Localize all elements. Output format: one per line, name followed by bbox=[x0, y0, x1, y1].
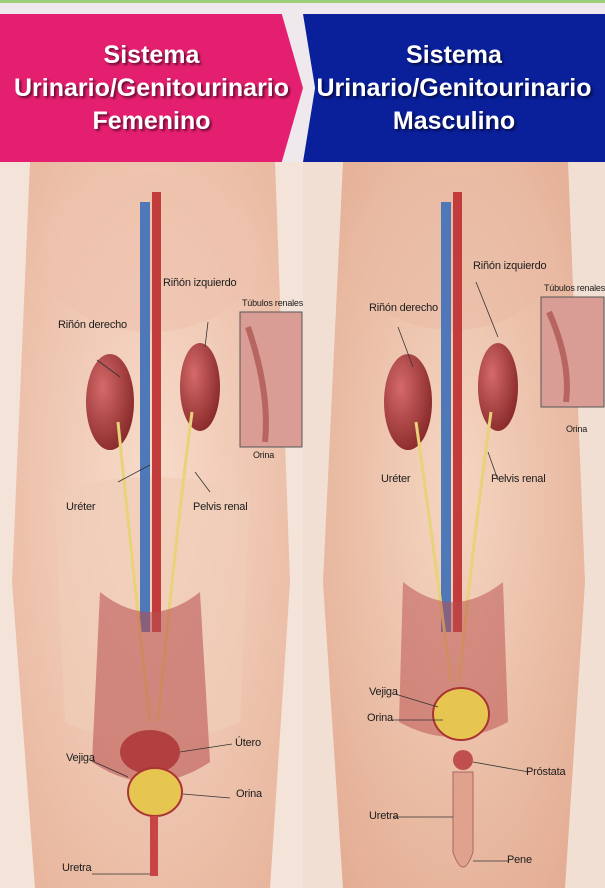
male-label-pene: Pene bbox=[507, 854, 532, 866]
male-label-prostata: Próstata bbox=[526, 766, 565, 778]
male-label-pelvis: Pelvis renal bbox=[491, 473, 545, 485]
female-right-kidney bbox=[86, 354, 134, 450]
male-title-line-1: Sistema bbox=[406, 39, 502, 72]
female-label-pelvis: Pelvis renal bbox=[193, 501, 247, 513]
female-anatomy-illustration bbox=[0, 162, 303, 888]
male-title-banner: Sistema Urinario/Genitourinario Masculin… bbox=[303, 14, 605, 162]
male-penis bbox=[453, 772, 473, 867]
male-label-orina-kidney: Orina bbox=[566, 424, 587, 434]
female-title-line-3: Femenino bbox=[92, 105, 210, 138]
male-panel: Sistema Urinario/Genitourinario Masculin… bbox=[303, 14, 605, 888]
female-left-kidney bbox=[180, 343, 220, 431]
female-label-rinon-derecho: Riñón derecho bbox=[58, 319, 127, 331]
male-label-rinon-derecho: Riñón derecho bbox=[369, 302, 438, 314]
female-label-orina-kidney: Orina bbox=[253, 450, 274, 460]
male-title-line-3: Masculino bbox=[393, 105, 515, 138]
female-label-utero: Útero bbox=[235, 737, 261, 749]
female-panel: Sistema Urinario/Genitourinario Femenino bbox=[0, 14, 303, 888]
male-prostate bbox=[453, 750, 473, 770]
male-left-kidney bbox=[478, 343, 518, 431]
top-accent-line bbox=[0, 0, 605, 3]
female-label-uretra: Uretra bbox=[62, 862, 91, 874]
male-label-tubulos: Túbulos renales bbox=[544, 283, 605, 293]
male-anatomy-illustration bbox=[303, 162, 605, 888]
male-label-ureter: Uréter bbox=[381, 473, 410, 485]
female-label-orina-bladder: Orina bbox=[236, 788, 262, 800]
female-bladder bbox=[128, 768, 182, 816]
female-title-banner: Sistema Urinario/Genitourinario Femenino bbox=[0, 14, 303, 162]
female-title-line-1: Sistema bbox=[104, 39, 200, 72]
male-title-line-2: Urinario/Genitourinario bbox=[316, 72, 591, 105]
male-right-kidney bbox=[384, 354, 432, 450]
male-label-uretra: Uretra bbox=[369, 810, 398, 822]
female-label-vejiga: Vejiga bbox=[66, 752, 95, 764]
male-bladder bbox=[433, 688, 489, 740]
male-label-rinon-izquierdo: Riñón izquierdo bbox=[473, 260, 546, 272]
male-label-vejiga: Vejiga bbox=[369, 686, 398, 698]
female-label-tubulos: Túbulos renales bbox=[242, 298, 303, 308]
male-label-orina-bladder: Orina bbox=[367, 712, 393, 724]
female-label-ureter: Uréter bbox=[66, 501, 95, 513]
female-title-line-2: Urinario/Genitourinario bbox=[14, 72, 289, 105]
female-label-rinon-izquierdo: Riñón izquierdo bbox=[163, 277, 236, 289]
